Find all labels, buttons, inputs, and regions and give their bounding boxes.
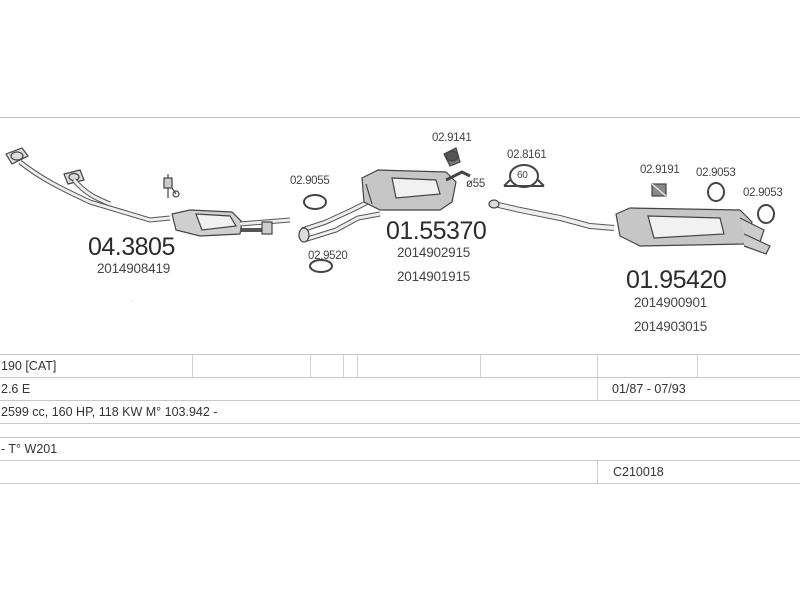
table-row: C210018 — [0, 460, 800, 484]
mid-silencer-code: 01.55370 — [386, 217, 487, 245]
ring-icon — [707, 182, 725, 202]
column-divider — [697, 355, 698, 378]
rear-silencer-code: 01.95420 — [626, 266, 727, 294]
front-pipe-flange-icon — [5, 147, 85, 185]
mid-silencer-oe-2: 2014901915 — [397, 269, 471, 284]
column-divider — [357, 355, 358, 378]
vehicle-ref-code: C210018 — [613, 465, 664, 479]
table-row: 2599 cc, 160 HP, 118 KW M° 103.942 - — [0, 400, 800, 424]
accessory-label: 02.9055 — [290, 175, 330, 187]
vehicle-model: 190 [CAT] — [1, 359, 57, 373]
exhaust-drawing: · — [5, 147, 775, 304]
table-row: 190 [CAT] — [0, 354, 800, 378]
rubber-hanger-icon — [443, 147, 461, 167]
lambda-sensor-icon — [163, 174, 180, 198]
catalyst-icon — [171, 209, 243, 237]
rear-silencer-oe-1: 2014900901 — [634, 295, 708, 310]
accessory-label: 02.8161 — [507, 149, 547, 161]
column-divider — [597, 461, 598, 484]
accessory-label: 02.9053 — [696, 167, 736, 179]
speck-dot: · — [131, 298, 133, 304]
catalyst-code: 04.3805 — [88, 233, 175, 261]
table-bottom-line — [0, 483, 800, 484]
table-row: 2.6 E 01/87 - 07/93 — [0, 377, 800, 401]
column-divider — [310, 355, 311, 378]
accessory-label: 02.9520 — [308, 250, 348, 262]
table-row: - T° W201 — [0, 437, 800, 461]
ring-icon — [757, 204, 775, 224]
table-row — [0, 423, 800, 436]
column-divider — [597, 355, 598, 378]
accessory-label: 02.9191 — [640, 164, 680, 176]
rear-silencer-icon — [615, 207, 771, 255]
column-divider — [343, 355, 344, 378]
vehicle-specs: 2599 cc, 160 HP, 118 KW M° 103.942 - — [1, 405, 218, 419]
pipe-diameter-label: ø55 — [466, 178, 485, 190]
accessory-label: 02.9053 — [743, 187, 783, 199]
clamp-icon — [503, 164, 545, 188]
column-divider — [480, 355, 481, 378]
exhaust-diagram: · 04.3805 2014908419 01.55370 2014902915… — [0, 118, 800, 354]
clamp-size-label: 60 — [517, 170, 528, 181]
mid-silencer-oe-1: 2014902915 — [397, 245, 471, 260]
rear-silencer-oe-2: 2014903015 — [634, 319, 708, 334]
vehicle-engine: 2.6 E — [1, 382, 31, 396]
bracket-icon — [651, 183, 667, 197]
ring-icon — [309, 259, 333, 273]
catalyst-oe-1: 2014908419 — [97, 261, 171, 276]
accessory-label: 02.9141 — [432, 132, 472, 144]
gasket-icon — [303, 194, 327, 210]
vehicle-type: - T° W201 — [1, 442, 58, 456]
frame-top-line — [0, 117, 800, 118]
vehicle-dates: 01/87 - 07/93 — [612, 382, 686, 396]
mid-silencer-icon — [361, 169, 457, 211]
column-divider — [192, 355, 193, 378]
column-divider — [597, 378, 598, 401]
